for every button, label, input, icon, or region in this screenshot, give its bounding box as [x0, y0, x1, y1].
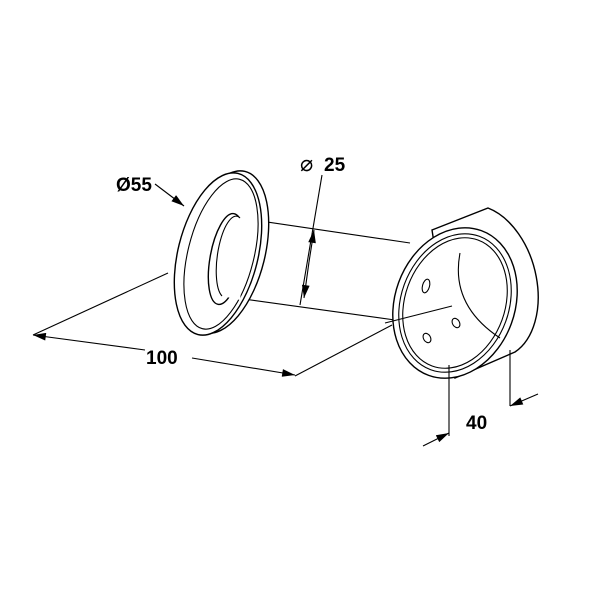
screw-hole [422, 332, 432, 344]
tube-diameter-label: 25 [324, 155, 346, 176]
flange [173, 170, 270, 336]
dimension-length: 100 [32, 272, 393, 377]
dimension-tube-diameter: ⌀ 25 [299, 151, 346, 306]
screw-hole [421, 278, 431, 294]
diameter-symbol: ⌀ [300, 151, 313, 176]
flange-diameter-label: Ø55 [116, 175, 152, 196]
cup-rim [384, 227, 518, 379]
cup-depth-label: 40 [466, 413, 487, 434]
length-label: 100 [146, 348, 178, 369]
dimension-cup-depth: 40 [422, 350, 539, 447]
dimension-flange-diameter: Ø55 [116, 175, 185, 207]
screw-hole [451, 317, 461, 329]
